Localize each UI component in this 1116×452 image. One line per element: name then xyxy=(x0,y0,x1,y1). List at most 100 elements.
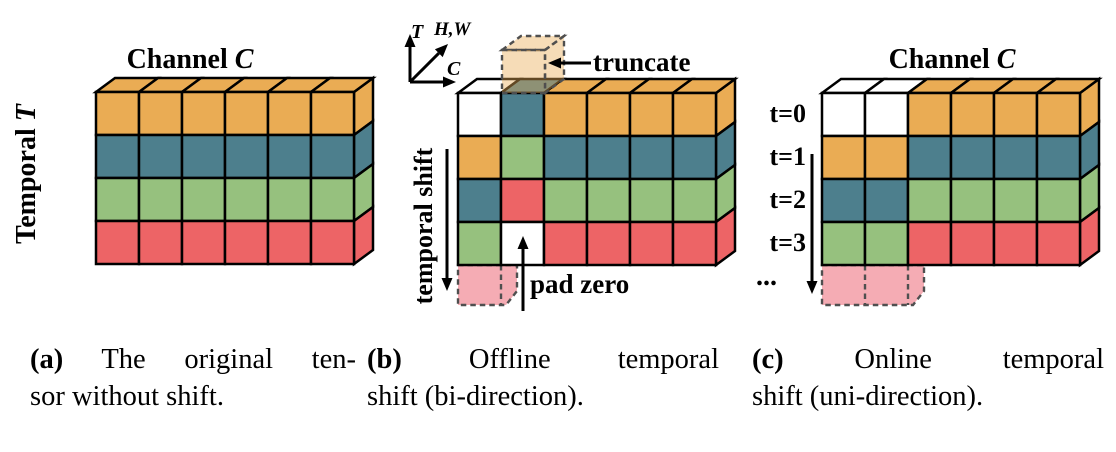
cell-a-r0c3 xyxy=(223,90,270,137)
cell-c-r3c1 xyxy=(863,220,910,267)
cell-a-r2c1 xyxy=(137,176,184,223)
temporal-shift-label: temporal shift xyxy=(409,147,438,305)
cell-c-r1c0 xyxy=(820,134,867,181)
cell-a-r2c3 xyxy=(223,176,270,223)
cell-a-r3c3 xyxy=(223,219,270,266)
time-label-t2: t=2 xyxy=(769,185,806,214)
caption-a-line1: (a) The original ten- xyxy=(30,344,356,375)
cell-b-r1c5 xyxy=(671,134,718,181)
cell-b-r1c3 xyxy=(585,134,632,181)
axis-arrow-c-head xyxy=(443,76,456,88)
cell-c-r0c4 xyxy=(992,91,1039,138)
cell-b-r0c5 xyxy=(671,91,718,138)
time-axis-arrow-head xyxy=(806,281,818,294)
axis-label-t: T xyxy=(411,21,424,43)
cell-c-r1c5 xyxy=(1035,134,1082,181)
caption-c-line2: shift (uni-direction). xyxy=(752,381,984,412)
channel-var: C xyxy=(234,44,254,75)
channel-var: C xyxy=(996,44,1016,75)
cell-c-r3c0 xyxy=(820,220,867,267)
cell-c-r1c4 xyxy=(992,134,1039,181)
cell-b-r0c2 xyxy=(542,91,589,138)
cell-a-r2c2 xyxy=(180,176,227,223)
cell-b-r3c4 xyxy=(628,220,675,267)
axis-label-hw: H,W xyxy=(434,19,471,40)
cell-c-r2c4 xyxy=(992,177,1039,224)
tensor-c xyxy=(818,76,1103,307)
axis-arrow-hw-head xyxy=(434,44,448,58)
axis-label-c: C xyxy=(447,58,461,80)
cell-b-r1c0 xyxy=(456,134,503,181)
cell-a-r2c0 xyxy=(94,176,141,223)
cell-b-r3c2 xyxy=(542,220,589,267)
cell-c-r2c5 xyxy=(1035,177,1082,224)
cell-a-r1c2 xyxy=(180,133,227,180)
cell-b-r2c5 xyxy=(671,177,718,224)
cell-a-r3c4 xyxy=(266,219,313,266)
cell-c-r3c2 xyxy=(906,220,953,267)
cell-c-r2c3 xyxy=(949,177,996,224)
caption-c-line1: (c) Online temporal xyxy=(752,344,1104,375)
cell-a-r0c0 xyxy=(94,90,141,137)
cell-a-r1c5 xyxy=(309,133,356,180)
cell-b-r2c4 xyxy=(628,177,675,224)
cell-c-r1c1 xyxy=(863,134,910,181)
caption-c: (c) Online temporal shift (uni-direction… xyxy=(752,341,1104,415)
cell-b-r0c0 xyxy=(456,91,503,138)
cell-a-r3c5 xyxy=(309,219,356,266)
cell-a-r0c2 xyxy=(180,90,227,137)
cell-b-r3c3 xyxy=(585,220,632,267)
cell-c-r3c3 xyxy=(949,220,996,267)
caption-b-line1: (b) Offline temporal xyxy=(367,344,719,375)
cell-b-r0c1 xyxy=(499,91,546,138)
cell-b-r2c1 xyxy=(499,177,546,224)
temporal-var: T xyxy=(11,104,42,122)
cell-b-r1c2 xyxy=(542,134,589,181)
cell-c-r1c3 xyxy=(949,134,996,181)
truncate-arrow-head xyxy=(548,57,561,69)
cell-c-r0c5 xyxy=(1035,91,1082,138)
time-ellipsis-label: ... xyxy=(756,261,777,292)
cell-b-r3c5 xyxy=(671,220,718,267)
cell-b-r2c2 xyxy=(542,177,589,224)
axis-arrow-t-head xyxy=(404,34,416,47)
cell-b-r1c4 xyxy=(628,134,675,181)
tensor-b xyxy=(454,33,739,307)
caption-a: (a) The original ten- sor without shift. xyxy=(30,341,356,415)
cell-a-r0c1 xyxy=(137,90,184,137)
caption-b: (b) Offline temporal shift (bi-direction… xyxy=(367,341,719,415)
cell-b-r2c0 xyxy=(456,177,503,224)
cell-c-r2c2 xyxy=(906,177,953,224)
truncate-cube-front xyxy=(500,48,547,95)
cell-b-r3c0 xyxy=(456,220,503,267)
truncate-label: truncate xyxy=(593,47,691,77)
ghost-shifted-out-c xyxy=(820,263,926,307)
cell-a-r3c2 xyxy=(180,219,227,266)
cell-b-r2c3 xyxy=(585,177,632,224)
caption-a-line2: sor without shift. xyxy=(30,381,224,412)
ghost-shifted-out-b xyxy=(456,263,519,307)
cell-a-r0c5 xyxy=(309,90,356,137)
cell-b-r0c3 xyxy=(585,91,632,138)
time-label-t1: t=1 xyxy=(769,142,806,171)
cell-c-r3c5 xyxy=(1035,220,1082,267)
cell-a-r1c3 xyxy=(223,133,270,180)
cell-c-r0c1 xyxy=(863,91,910,138)
cell-c-r1c2 xyxy=(906,134,953,181)
cell-a-r2c5 xyxy=(309,176,356,223)
cell-c-r0c2 xyxy=(906,91,953,138)
temporal-shift-arrow-head xyxy=(441,278,453,291)
axis-arrow-hw xyxy=(408,52,440,84)
temporal-axis-title-a: TemporalT xyxy=(11,104,42,244)
time-label-t0: t=0 xyxy=(769,99,806,128)
cell-a-r0c4 xyxy=(266,90,313,137)
cell-b-r1c1 xyxy=(499,134,546,181)
cell-c-r2c0 xyxy=(820,177,867,224)
cell-c-r0c0 xyxy=(820,91,867,138)
cell-a-r2c4 xyxy=(266,176,313,223)
cell-c-r0c3 xyxy=(949,91,996,138)
